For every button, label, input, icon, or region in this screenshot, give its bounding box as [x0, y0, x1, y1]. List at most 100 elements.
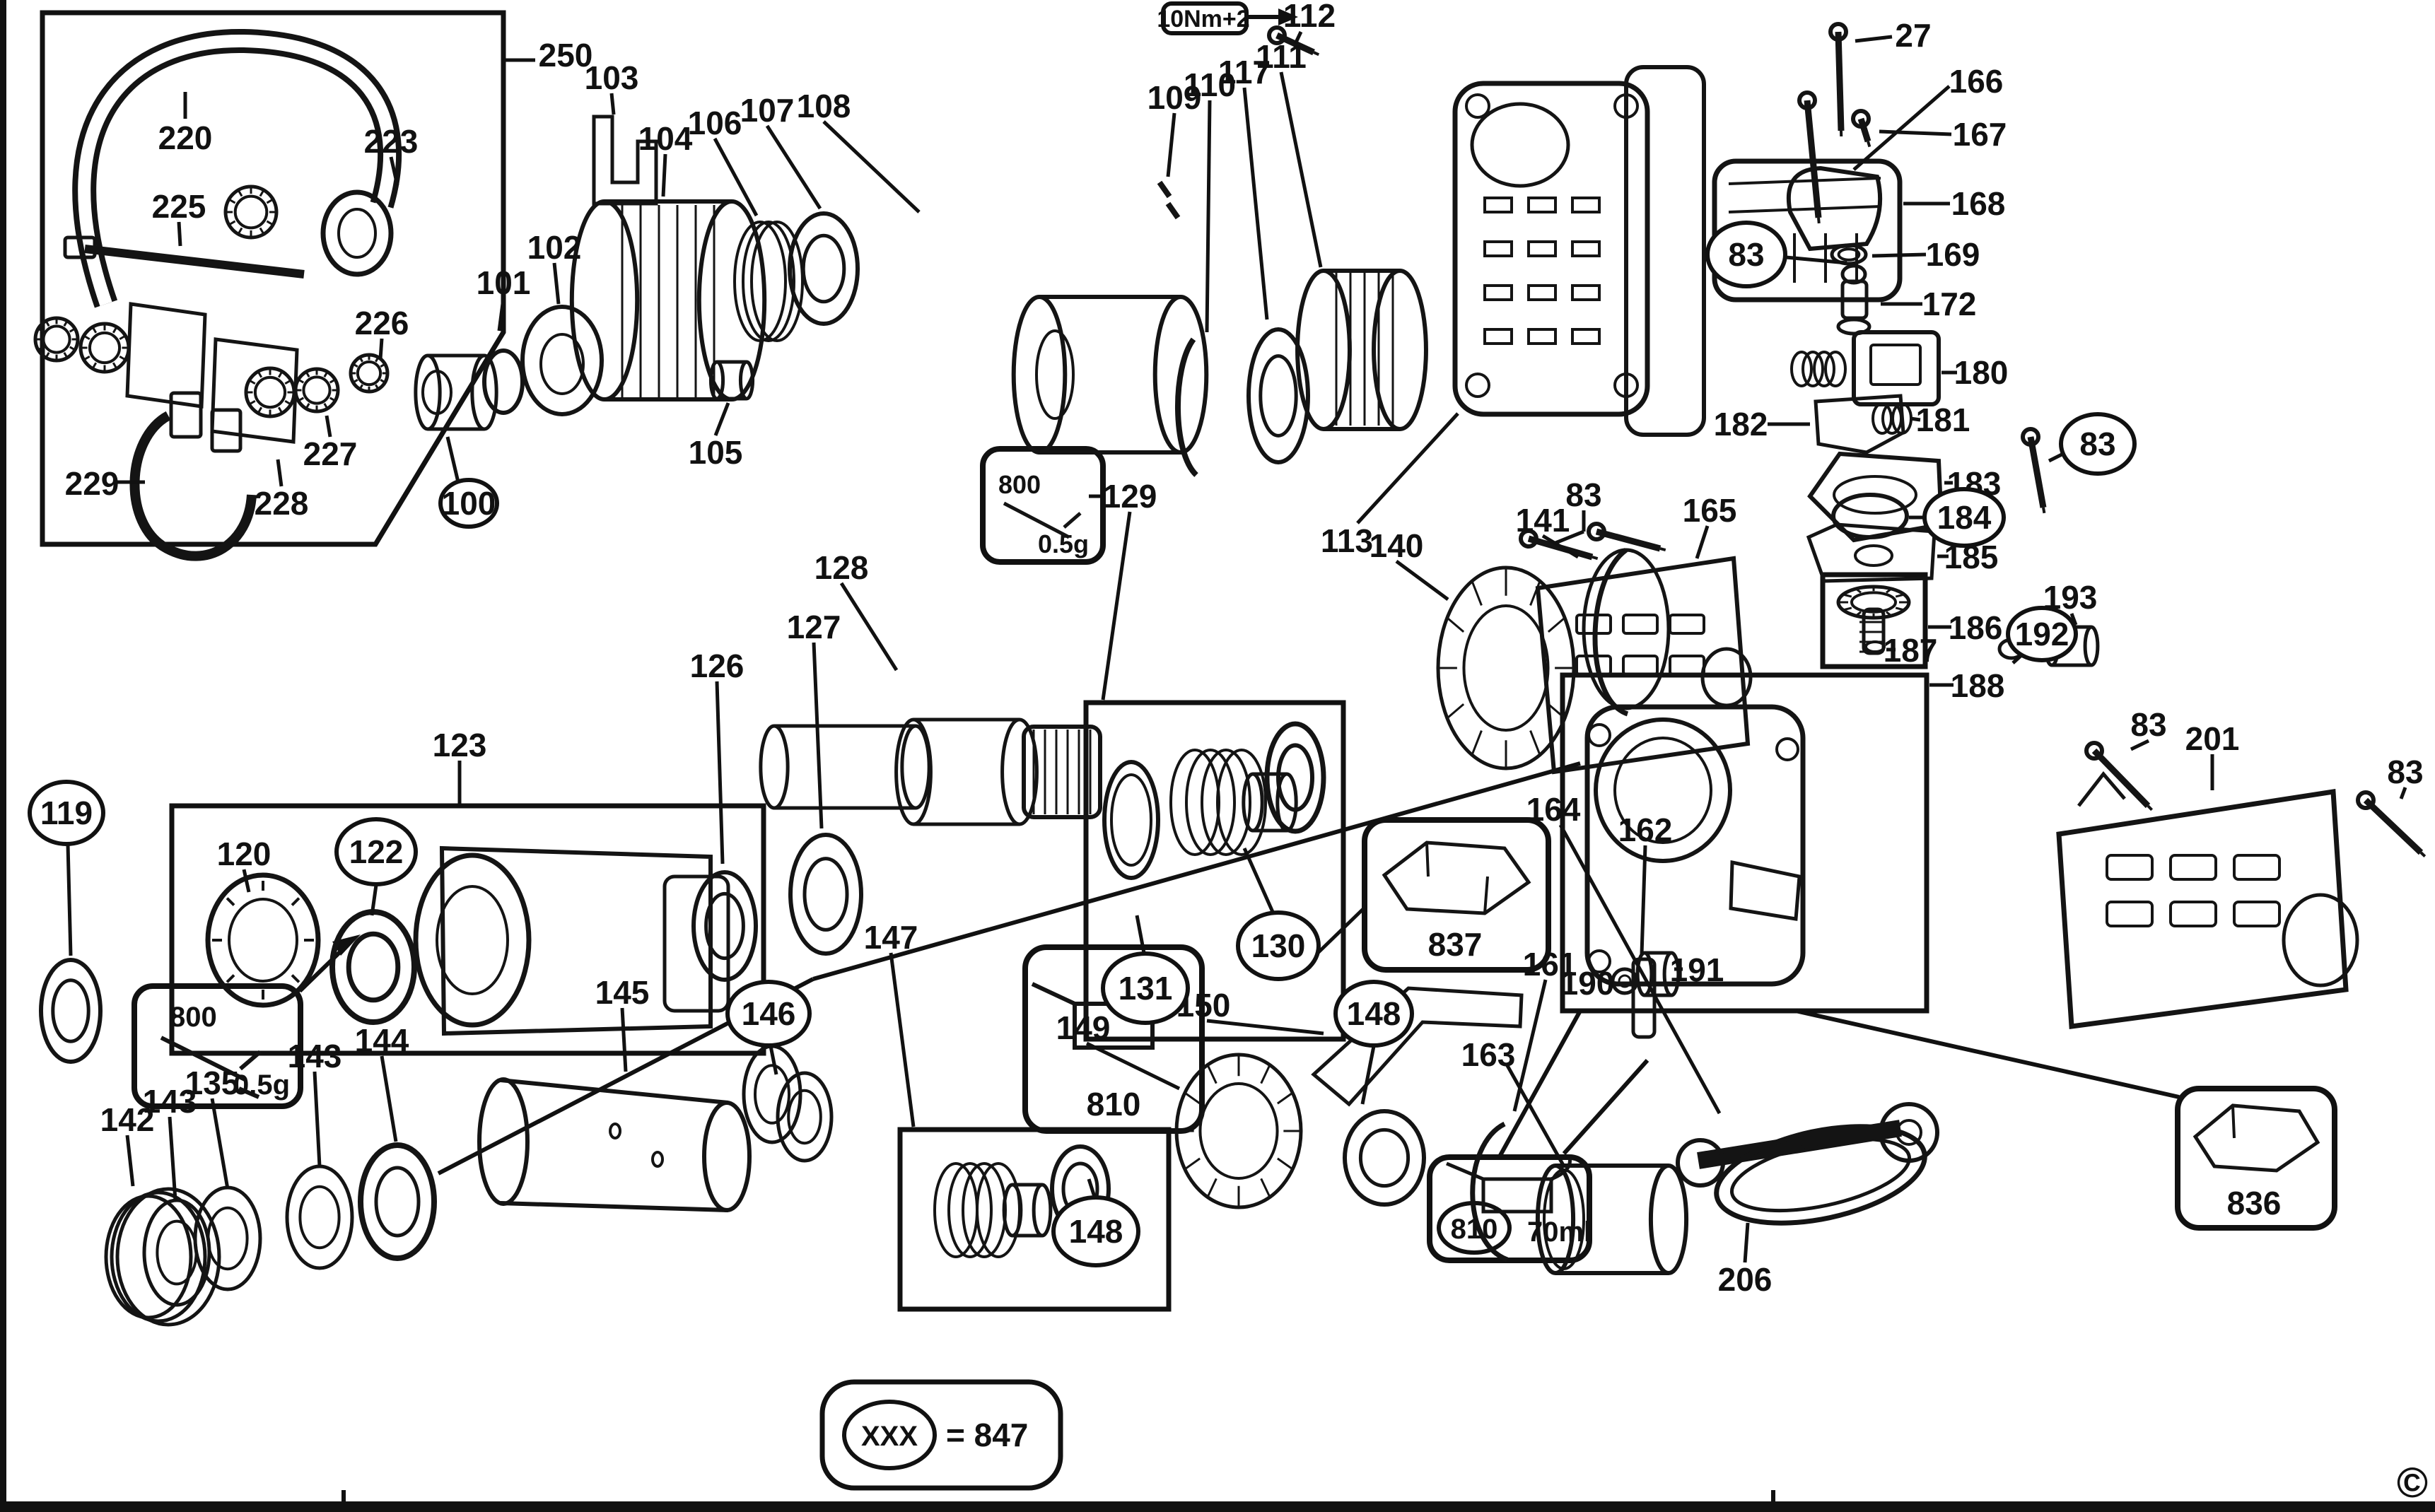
callout-number: 182	[1714, 406, 1768, 443]
leader-line	[609, 93, 616, 115]
callout-number: 184	[1937, 499, 1992, 536]
leader-line	[2011, 655, 2022, 664]
leader-line	[66, 844, 73, 956]
oil-box-810	[1022, 944, 1205, 1134]
part-callout-172-33: 172	[1881, 286, 1976, 322]
part-callout-110-18: 110	[1184, 66, 1236, 333]
oil-70ml-amount: 70ml	[1527, 1217, 1592, 1248]
callout-number: 106	[688, 105, 742, 141]
part-callout-190-46: 190	[1560, 965, 1615, 1002]
leader-line	[1135, 915, 1146, 954]
callout-number: 161	[1523, 946, 1577, 983]
leader-line	[497, 298, 506, 332]
part-callout-109-17: 109	[1148, 79, 1202, 177]
leader-line	[1101, 511, 1132, 701]
callout-number: 190	[1560, 965, 1615, 1002]
part-callout-201-49: 201	[2185, 720, 2239, 790]
callout-circle	[334, 817, 418, 886]
leader-line	[1512, 979, 1548, 1112]
legend-box	[819, 1379, 1063, 1491]
oil-box-70ml	[1427, 1154, 1592, 1263]
callout-number: 186	[1949, 609, 2003, 646]
leader-line	[1242, 87, 1269, 320]
torque-arrowhead	[1278, 8, 1298, 25]
callout-number: 104	[638, 120, 693, 157]
part-callout-168-31: 168	[1903, 185, 2005, 222]
leader-line	[1395, 559, 1449, 602]
callout-number: 140	[1370, 527, 1424, 564]
leader-line	[378, 338, 384, 360]
part-callout-101-9: 101	[477, 264, 530, 332]
leader-line	[1166, 112, 1176, 177]
part-callout-161-52: 161	[1512, 946, 1577, 1112]
assembly-box-186	[1820, 572, 1928, 669]
part-callout-148-59: 148	[1051, 1178, 1140, 1267]
leader-line	[1785, 255, 1847, 265]
part-callout-83-26: 83	[1555, 476, 1602, 545]
callout-number: 111	[1256, 38, 1307, 75]
callout-number: 122	[349, 833, 404, 870]
grease-upper-id: 800	[998, 470, 1041, 499]
leader-line	[168, 1116, 177, 1201]
copyright-mark: ©	[2397, 1459, 2428, 1506]
callout-number: 83	[2130, 706, 2166, 743]
leader-line	[1087, 1178, 1097, 1197]
callout-circle	[2006, 606, 2078, 662]
leader-line	[839, 582, 899, 672]
part-callout-250-0: 250	[505, 37, 592, 74]
part-callout-143-65: 143	[143, 1083, 197, 1201]
callout-number: 226	[355, 305, 409, 341]
grease-lower-id: 800	[170, 1002, 217, 1033]
callout-number: 141	[1516, 502, 1570, 539]
part-callout-150-57: 150	[1176, 987, 1324, 1036]
part-callout-142-66: 142	[100, 1101, 154, 1187]
leader-line	[1871, 252, 1927, 258]
leader-line	[1085, 1041, 1181, 1091]
part-callout-141-24: 141	[1516, 502, 1579, 559]
callout-number: 163	[1461, 1036, 1516, 1073]
part-callout-123-68: 123	[433, 727, 486, 804]
grease-lower-amount: 0.5g	[233, 1069, 290, 1101]
leader-line	[2048, 452, 2065, 463]
callout-number: 167	[1953, 116, 2007, 153]
leader-line	[242, 869, 251, 893]
part-callout-186-41: 186	[1928, 609, 2002, 646]
part-callout-181-35: 181	[1910, 402, 1970, 438]
assembly-box-250	[40, 10, 506, 547]
callout-number: 188	[1951, 667, 2005, 704]
leader-line	[1555, 529, 1584, 545]
part-callout-126-71: 126	[690, 647, 744, 865]
callout-number: 168	[1951, 185, 2006, 222]
leader-line	[2130, 739, 2150, 751]
callout-number: 145	[595, 974, 650, 1011]
callout-number: 172	[1922, 286, 1977, 322]
part-callout-227-5: 227	[303, 415, 358, 472]
part-callout-225-3: 225	[152, 188, 206, 247]
callout-number: 129	[1103, 478, 1157, 515]
leader-line	[1242, 847, 1275, 913]
callout-number: 147	[864, 919, 918, 956]
leader-line	[1206, 1019, 1324, 1036]
callout-number: 120	[217, 836, 271, 872]
part-callout-164-53: 164	[1526, 791, 1722, 1115]
callout-number: 109	[1148, 79, 1202, 116]
part-callout-83-50: 83	[2387, 754, 2424, 799]
leader-line	[313, 1071, 322, 1167]
bottom-tick-1	[341, 1490, 346, 1512]
callout-circle	[1051, 1195, 1140, 1267]
part-callout-191-47: 191	[1670, 951, 1724, 988]
part-callout-149-56: 149	[1056, 1009, 1181, 1091]
callout-number: 164	[1526, 791, 1581, 828]
callout-number: 148	[1347, 995, 1401, 1032]
legend-circle	[842, 1400, 937, 1470]
leader-line	[769, 1045, 778, 1075]
leader-line	[1279, 71, 1323, 268]
leader-line	[1695, 525, 1710, 559]
callout-number: 227	[303, 435, 358, 472]
assembly-box-123	[169, 803, 766, 1056]
legend-equals-text: = 847	[946, 1417, 1028, 1453]
leader-line	[765, 124, 822, 210]
part-callout-129-74: 129	[1089, 478, 1157, 701]
leader-line	[1910, 416, 1921, 422]
